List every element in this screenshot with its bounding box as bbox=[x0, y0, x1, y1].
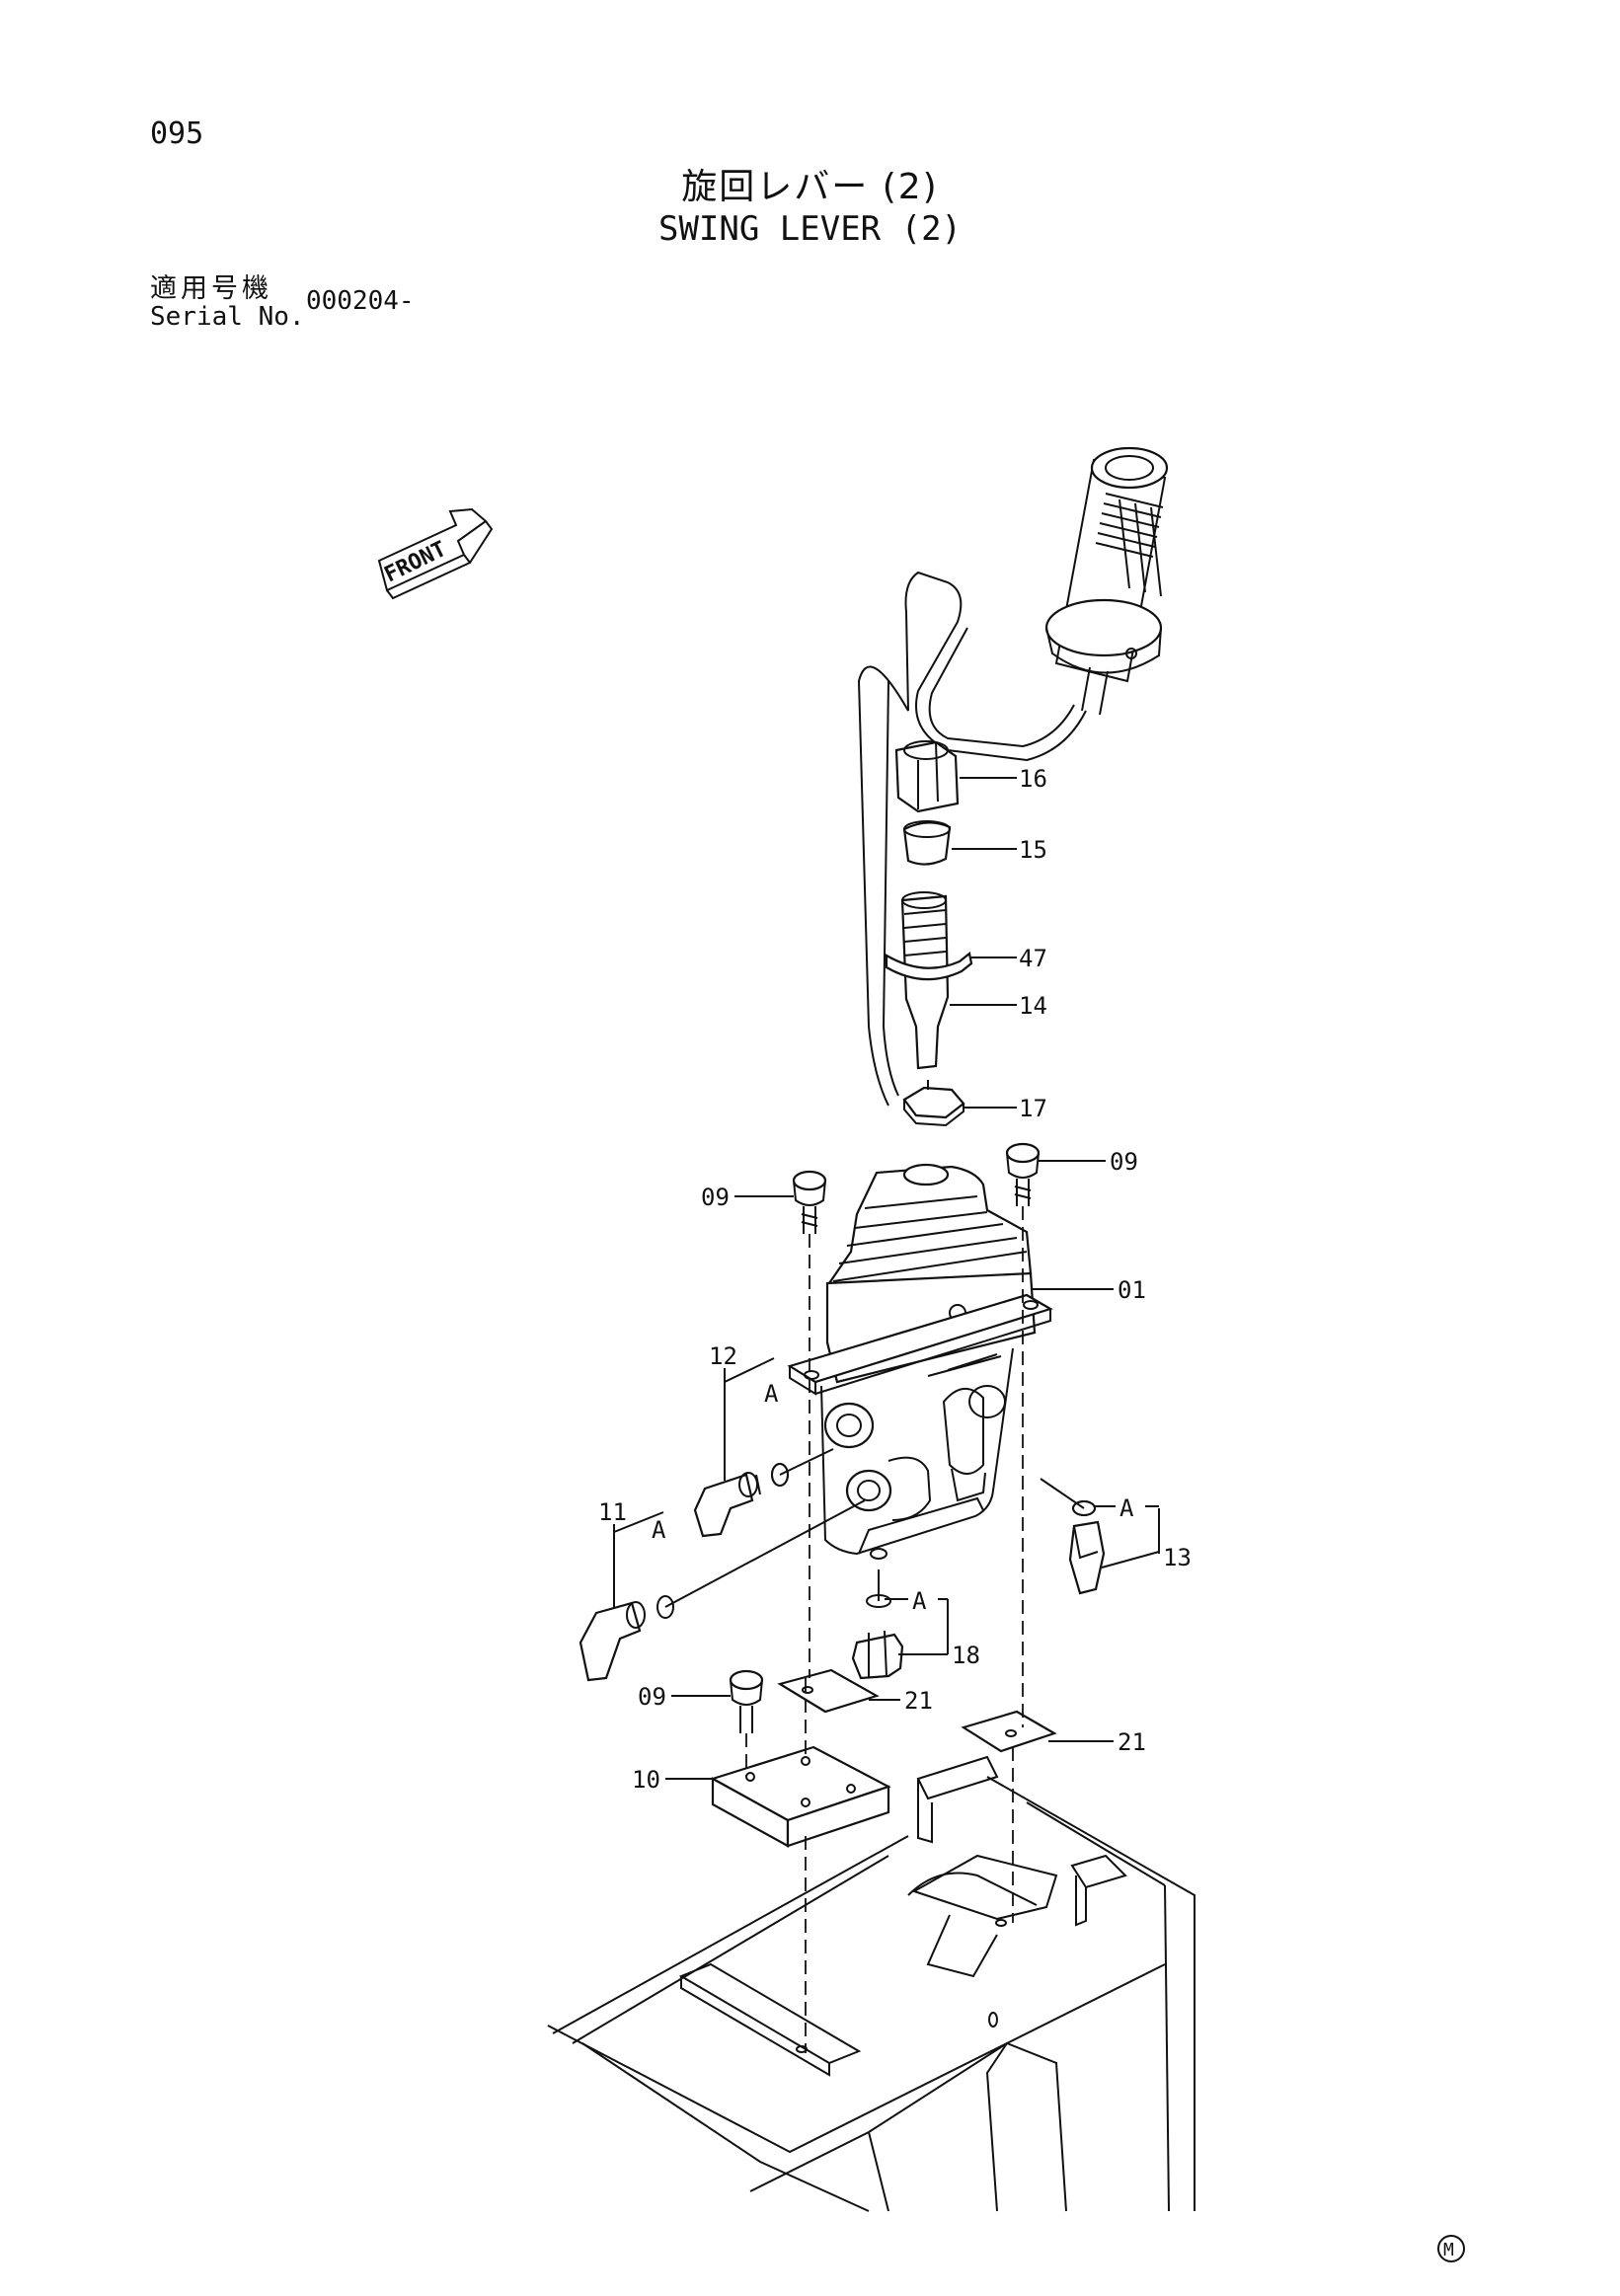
callout-11: 11 bbox=[598, 1498, 627, 1526]
part-21-plate-left bbox=[777, 1668, 880, 1714]
callout-09-lower: 09 bbox=[638, 1683, 666, 1711]
title-english: SWING LEVER (2) bbox=[657, 209, 963, 249]
callout-13: 13 bbox=[1163, 1544, 1192, 1571]
part-10-block bbox=[710, 1745, 891, 1848]
callout-15: 15 bbox=[1019, 836, 1047, 864]
callout-12: 12 bbox=[709, 1342, 737, 1370]
part-16-nut bbox=[894, 740, 960, 813]
callout-21-left: 21 bbox=[904, 1687, 933, 1715]
title-japanese: 旋回レバー (2) bbox=[681, 167, 939, 207]
corner-mark-letter: M bbox=[1443, 2240, 1454, 2260]
callout-16: 16 bbox=[1019, 765, 1047, 793]
serial-label-english: Serial No. bbox=[150, 302, 305, 332]
callout-a-1: A bbox=[764, 1380, 779, 1408]
callout-14: 14 bbox=[1019, 992, 1047, 1020]
callout-17: 17 bbox=[1019, 1095, 1047, 1122]
callout-a-2: A bbox=[652, 1516, 666, 1544]
callout-18: 18 bbox=[952, 1642, 980, 1669]
part-15-sleeve bbox=[902, 820, 952, 866]
part-01-pilot-valve bbox=[787, 1163, 1053, 1560]
corner-circle-mark bbox=[1437, 2235, 1465, 2262]
part-11-elbow bbox=[579, 1595, 674, 1682]
callout-09-left: 09 bbox=[701, 1184, 730, 1211]
callout-a-3: A bbox=[1119, 1494, 1134, 1522]
callout-09-right: 09 bbox=[1110, 1148, 1138, 1176]
callout-01: 01 bbox=[1118, 1276, 1146, 1304]
part-12-elbow bbox=[693, 1463, 789, 1538]
front-arrow-icon: FRONT bbox=[377, 507, 494, 600]
part-17-hexnut bbox=[902, 1086, 965, 1127]
callout-21-right: 21 bbox=[1118, 1728, 1146, 1756]
page-number: 095 bbox=[150, 116, 204, 151]
callout-a-4: A bbox=[912, 1587, 927, 1615]
lever-handle bbox=[1044, 446, 1169, 716]
part-18-adapter bbox=[851, 1594, 904, 1680]
callout-47: 47 bbox=[1019, 945, 1047, 972]
callout-10: 10 bbox=[632, 1766, 660, 1794]
part-09-bolt-left bbox=[792, 1170, 827, 1234]
serial-label-japanese: 適用号機 bbox=[150, 273, 272, 304]
frame-structure bbox=[547, 1755, 1196, 2212]
part-14-fitting bbox=[885, 891, 973, 1070]
part-09-bolt-lower bbox=[729, 1669, 764, 1733]
part-09-bolt-right bbox=[1005, 1142, 1041, 1206]
serial-number-value: 000204- bbox=[306, 286, 415, 316]
